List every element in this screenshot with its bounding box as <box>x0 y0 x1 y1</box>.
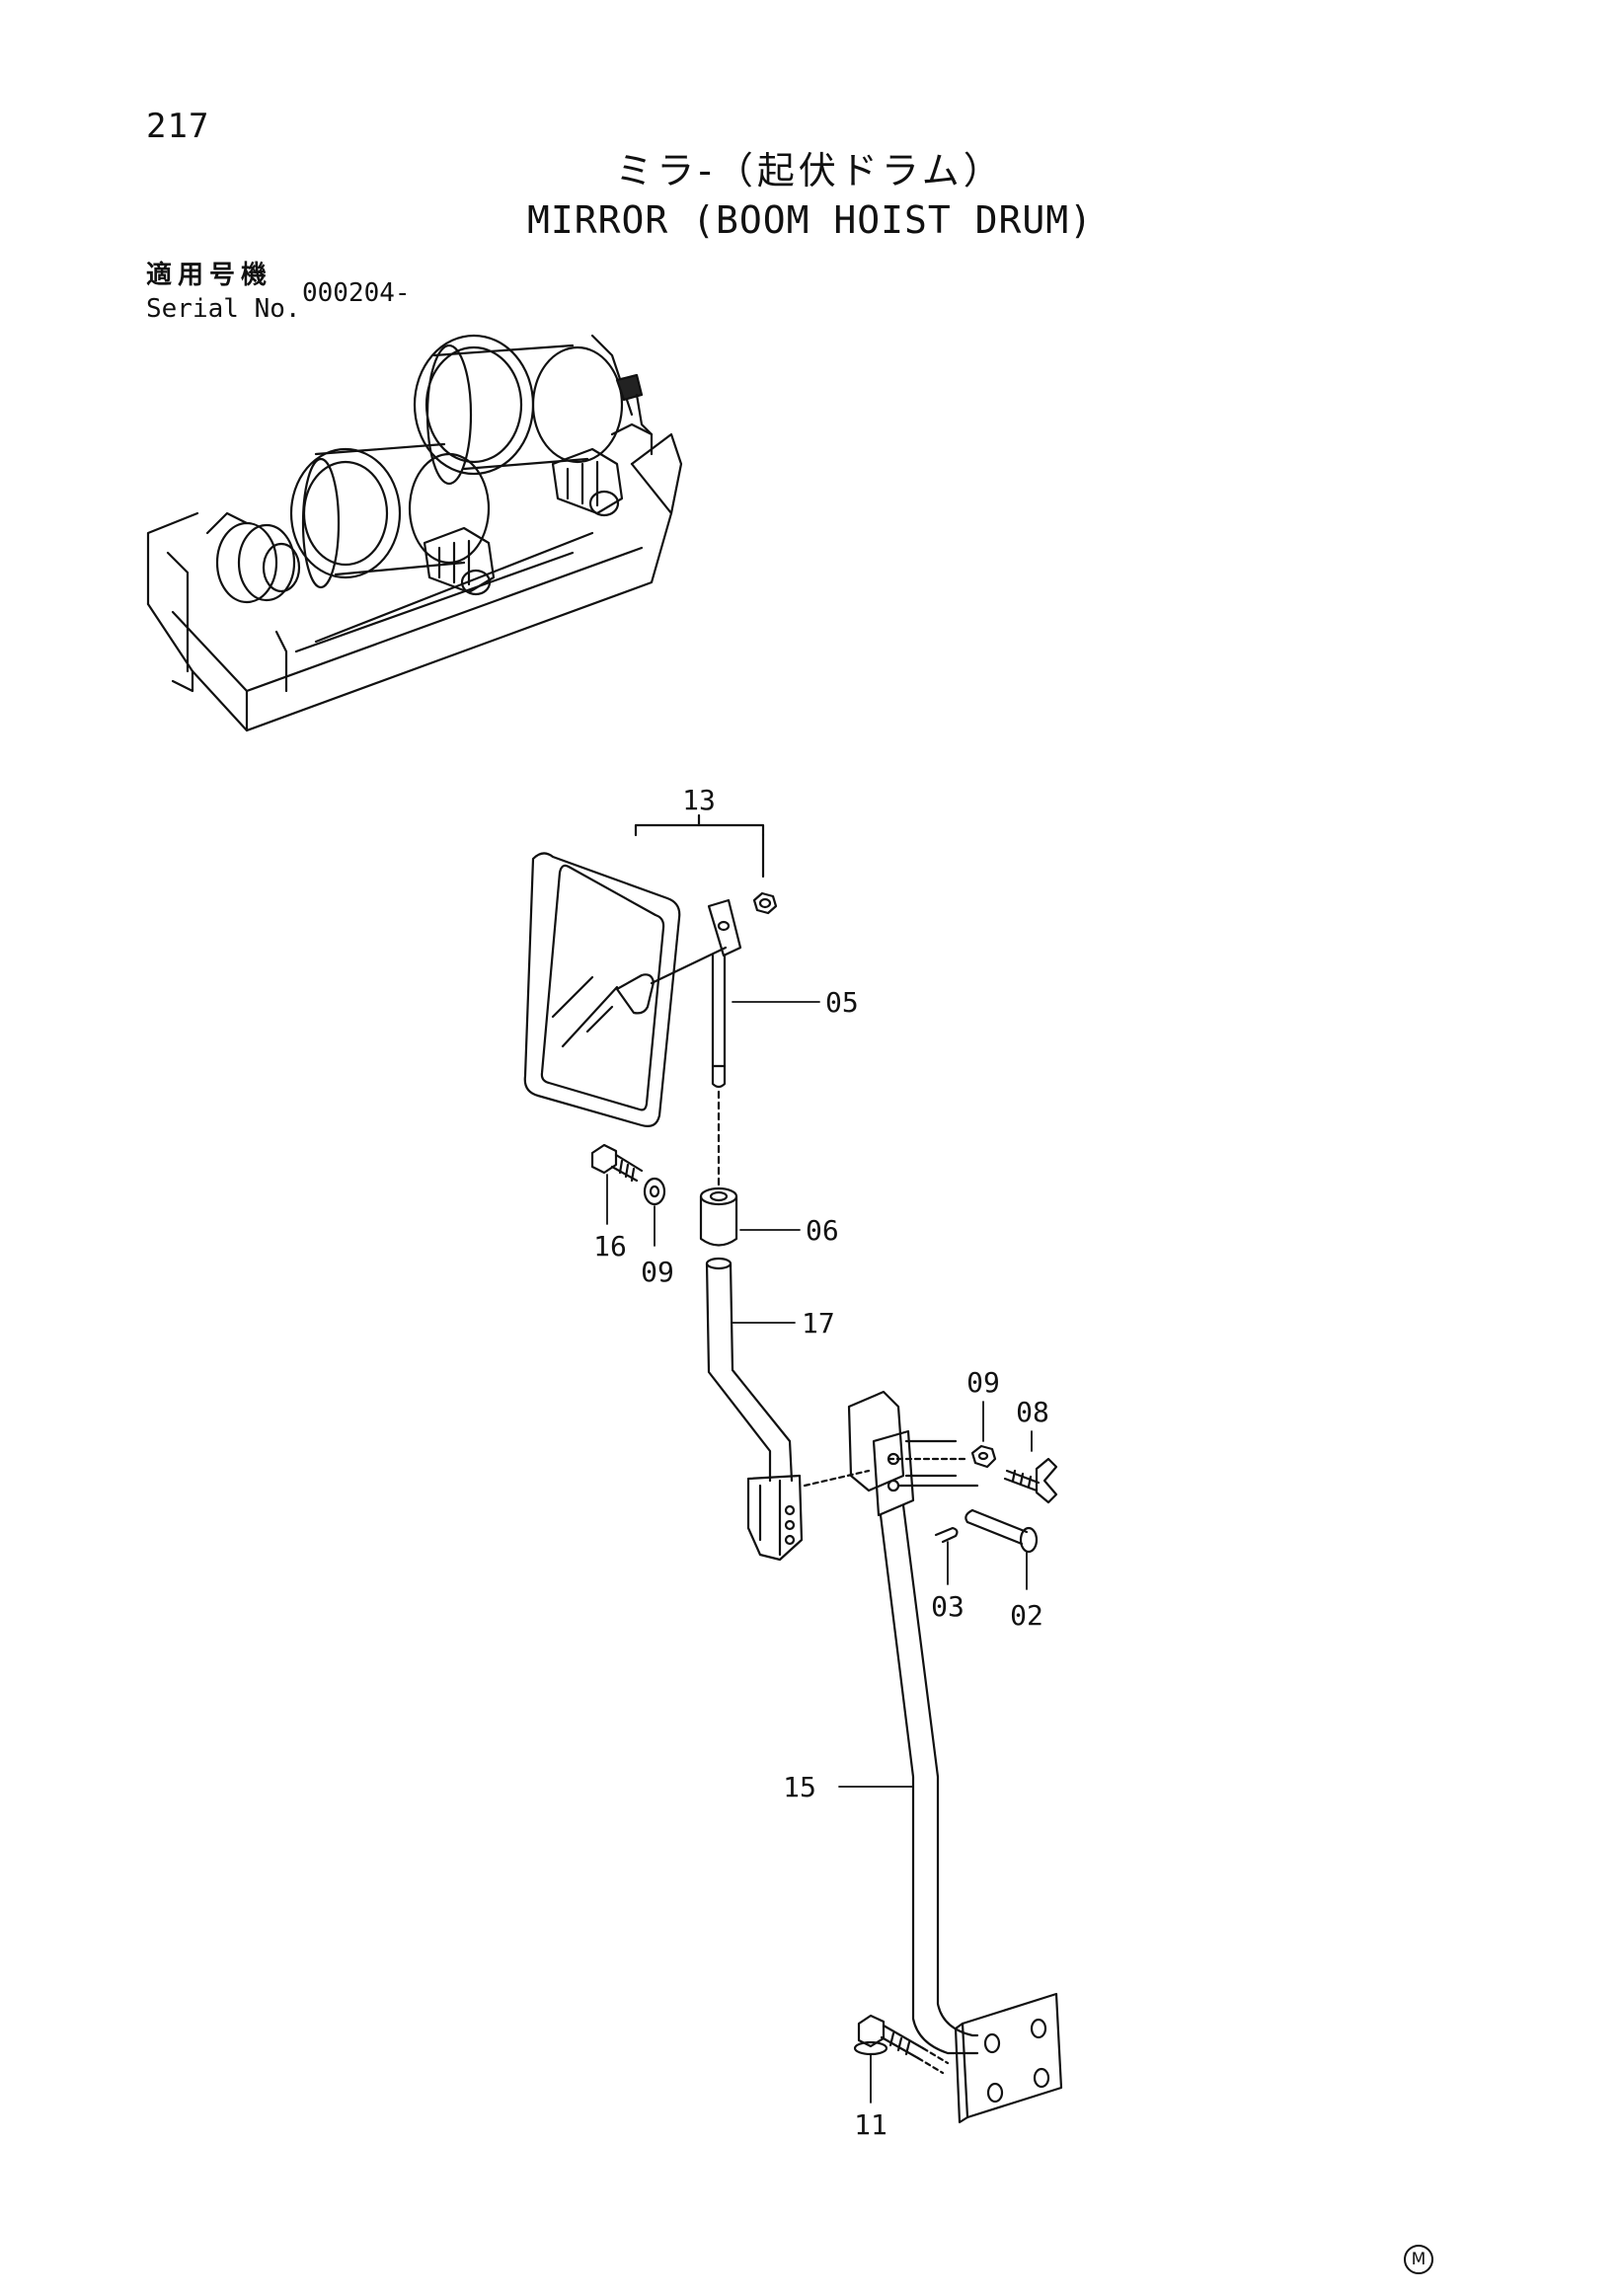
part-08-wing-bolt <box>1003 1430 1058 1504</box>
serial-label-japanese: 適用号機 <box>146 261 273 290</box>
callout-13: 13 <box>682 784 716 816</box>
callout-17: 17 <box>802 1307 835 1339</box>
part-05-rod <box>707 898 820 1089</box>
title-japanese: ミラ-（起伏ドラム） <box>615 149 1005 192</box>
serial-label-english: Serial No. <box>146 294 301 324</box>
part-16-bolt <box>590 1143 644 1225</box>
callout-bracket-13 <box>634 823 765 837</box>
callout-09-upper: 09 <box>641 1256 674 1288</box>
page-number: 217 <box>146 107 210 146</box>
callout-05: 05 <box>825 986 859 1019</box>
part-02-pin <box>964 1508 1039 1590</box>
callout-06: 06 <box>806 1214 839 1247</box>
part-17-pipe <box>705 1257 796 1483</box>
bracket-plate <box>847 1390 979 1517</box>
footer-mark: M <box>1404 2245 1433 2274</box>
callout-03: 03 <box>931 1590 964 1623</box>
title-block: ミラ-（起伏ドラム） MIRROR (BOOM HOIST DRUM) <box>0 146 1620 245</box>
callout-08: 08 <box>1016 1396 1049 1428</box>
drum-assembly-thumbnail <box>146 334 683 732</box>
part-13-nut <box>752 891 778 915</box>
part-11-flange-bolt <box>853 2014 950 2104</box>
part-15-stay <box>838 1503 979 2055</box>
callout-02: 02 <box>1010 1599 1043 1632</box>
callout-15: 15 <box>783 1771 816 1803</box>
base-plate <box>954 1992 1063 2124</box>
part-06-bushing <box>699 1186 801 1247</box>
serial-number-value: 000204- <box>302 278 411 308</box>
callout-16: 16 <box>593 1230 627 1263</box>
part-09-nut-lower <box>970 1401 997 1469</box>
title-english: MIRROR (BOOM HOIST DRUM) <box>526 198 1094 242</box>
serial-label: 適用号機 Serial No. <box>146 259 301 326</box>
part-03-cotter-pin <box>934 1526 959 1585</box>
part-09-washer-upper <box>643 1177 666 1247</box>
part-17-clamp-block <box>746 1469 871 1562</box>
callout-11: 11 <box>854 2108 887 2141</box>
callout-09-lower: 09 <box>966 1366 1000 1399</box>
part-13-mirror <box>523 852 728 1127</box>
